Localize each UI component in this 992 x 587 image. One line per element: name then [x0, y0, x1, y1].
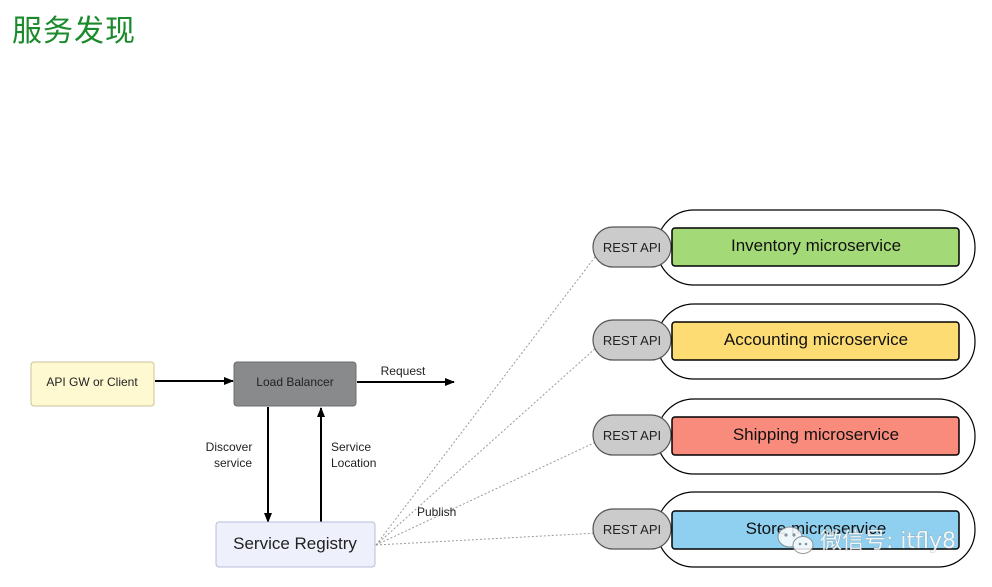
publish-lines — [375, 252, 599, 546]
request-label: Request — [381, 364, 426, 378]
accounting-rest-label: REST API — [603, 333, 661, 348]
watermark-text: 微信号: itfly8 — [820, 529, 956, 554]
location-label-line1: Service — [331, 440, 371, 454]
wechat-icon — [777, 526, 814, 554]
publish-label: Publish — [417, 505, 456, 519]
service-accounting: REST API Accounting microservice — [592, 303, 976, 380]
load-balancer-label: Load Balancer — [256, 375, 333, 389]
client-label: API GW or Client — [46, 375, 138, 389]
shipping-box — [671, 416, 960, 456]
client-node: API GW or Client — [30, 361, 155, 407]
store-box — [671, 510, 960, 550]
accounting-box — [671, 321, 960, 361]
publish-line-store — [375, 532, 599, 546]
discover-label-line1: Discover — [206, 440, 253, 454]
location-label-line2: Location — [331, 456, 376, 470]
discover-label-line2: service — [214, 456, 252, 470]
shipping-label: Shipping microservice — [733, 425, 899, 444]
inventory-box — [671, 227, 960, 267]
service-store: REST API Store microservice — [592, 491, 976, 568]
load-balancer-node: Load Balancer — [233, 361, 357, 407]
service-registry-label: Service Registry — [233, 534, 357, 553]
service-registry-node: Service Registry — [215, 521, 376, 568]
shipping-rest-label: REST API — [603, 428, 661, 443]
inventory-rest-label: REST API — [603, 240, 661, 255]
watermark: 微信号: itfly8 — [777, 526, 956, 554]
publish-line-inventory — [375, 252, 599, 546]
service-inventory: REST API Inventory microservice — [592, 209, 976, 286]
inventory-label: Inventory microservice — [731, 236, 901, 255]
page-title: 服务发现 — [12, 14, 136, 49]
service-shipping: REST API Shipping microservice — [592, 398, 976, 475]
publish-line-shipping — [375, 440, 599, 546]
store-rest-label: REST API — [603, 522, 661, 537]
accounting-label: Accounting microservice — [724, 330, 908, 349]
publish-line-accounting — [375, 345, 599, 546]
